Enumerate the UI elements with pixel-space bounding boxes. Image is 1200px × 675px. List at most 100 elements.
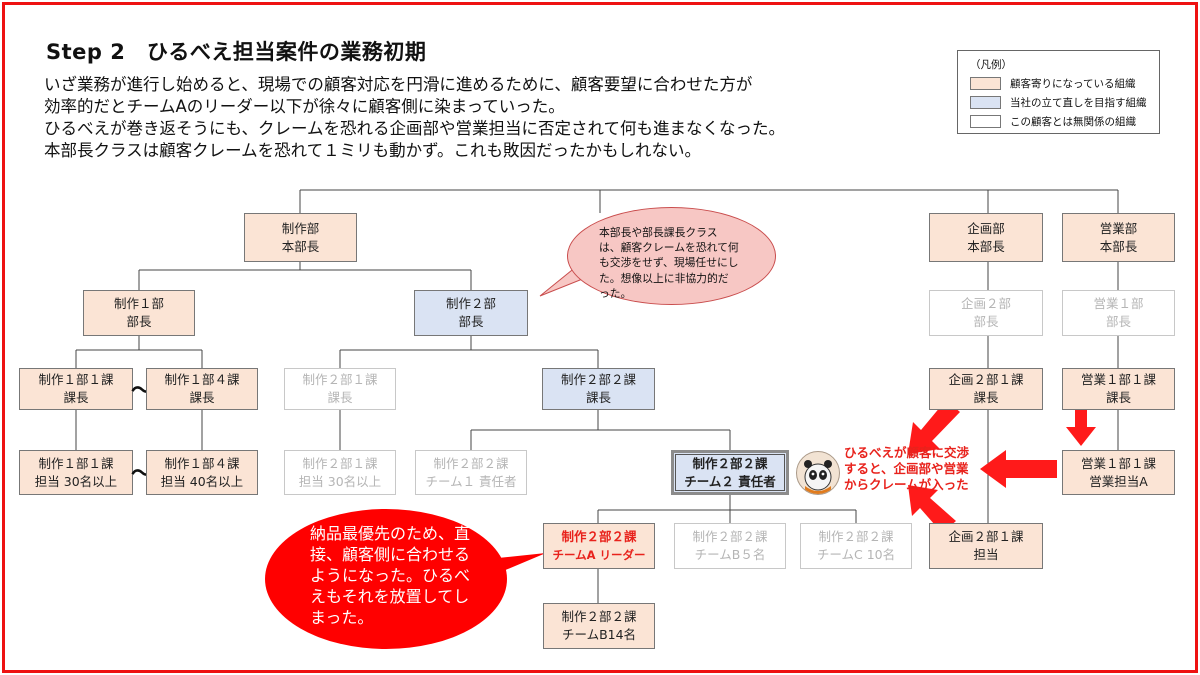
- org-role: 部長: [973, 314, 999, 329]
- org-role: 本部長: [1099, 238, 1138, 254]
- intro-line: 本部長クラスは顧客クレームを恐れて１ミリも動かず。これも敗因だったかもしれない。: [44, 141, 702, 160]
- org-teamB14: 制作２部２課 チームB14名: [543, 603, 655, 649]
- side-note: ひるべえが顧客に交渉 すると、企画部や営業 からクレームが入った: [844, 445, 969, 493]
- org-label: 営業１部: [1093, 296, 1144, 311]
- legend-swatch-white: [970, 114, 1001, 128]
- org-kikaku-hq: 企画部 本部長: [929, 213, 1043, 262]
- intro-text: いざ業務が進行し始めると、現場での顧客対応を円滑に進めるために、顧客要望に合わせ…: [44, 74, 785, 162]
- org-label: 制作２部１課: [302, 372, 378, 387]
- org-label: 営業部: [1099, 220, 1138, 236]
- org-label: 企画部: [967, 220, 1005, 236]
- org-label: 企画２部１課: [948, 529, 1024, 544]
- org-team2-lead: 制作２部２課 チーム２ 責任者: [671, 450, 789, 495]
- org-label: 制作１部: [113, 296, 164, 311]
- org-kikaku2: 企画２部 部長: [929, 290, 1043, 336]
- org-label: 制作１部１課: [38, 455, 114, 471]
- org-role: 担当 40名以上: [160, 473, 244, 489]
- legend-item: この顧客とは無関係の組織: [970, 114, 1136, 128]
- legend: （凡例） 顧客寄りになっている組織 当社の立て直しを目指す組織 この顧客とは無関…: [957, 50, 1160, 134]
- intro-line: 効率的だとチームAのリーダー以下が徐々に顧客側に染まっていった。: [44, 97, 565, 116]
- org-role: 部長: [458, 314, 484, 329]
- org-team1-lead: 制作２部２課 チーム１ 責任者: [415, 450, 527, 495]
- org-role: 課長: [189, 390, 215, 405]
- arrow-up-left: [908, 485, 956, 533]
- org-role: 部長: [126, 314, 152, 329]
- callout-bubble-pink: [567, 207, 776, 305]
- intro-line: ひるべえが巻き返そうにも、クレームを恐れる企画部や営業担当に否定されて何も進まな…: [44, 119, 786, 138]
- legend-swatch-blue: [970, 95, 1001, 109]
- org-teamC: 制作２部２課 チームC 10名: [800, 523, 912, 569]
- org-label: 営業１部１課: [1080, 455, 1156, 471]
- org-label: 制作１部４課: [164, 372, 240, 387]
- org-label: 制作２部２課: [692, 455, 768, 471]
- intro-line: いざ業務が進行し始めると、現場での顧客対応を円滑に進めるために、顧客要望に合わせ…: [44, 75, 753, 94]
- org-s2k2: 制作２部２課 課長: [542, 368, 655, 410]
- side-note-line: ひるべえが顧客に交渉: [844, 445, 970, 460]
- org-label: 制作２部１課: [302, 455, 378, 471]
- legend-item: 当社の立て直しを目指す組織: [970, 95, 1147, 109]
- org-teamA-leader: 制作２部２課 チームA リーダー: [543, 523, 655, 569]
- bubble-red-tail: [496, 553, 546, 574]
- org-label: 制作２部２課: [433, 455, 509, 471]
- org-label: 営業１部１課: [1080, 372, 1156, 387]
- org-teamB5: 制作２部２課 チームB５名: [674, 523, 786, 569]
- org-eigyo1k1: 営業１部１課 課長: [1062, 368, 1175, 410]
- legend-label: 当社の立て直しを目指す組織: [1010, 96, 1147, 109]
- org-label: 制作１部１課: [38, 372, 114, 387]
- org-seisaku2: 制作２部 部長: [414, 290, 528, 336]
- arrow-down: [1066, 402, 1096, 446]
- org-role: 課長: [327, 390, 353, 405]
- red-arrows: [908, 400, 1096, 533]
- org-role: 課長: [585, 390, 611, 405]
- legend-title: （凡例）: [970, 59, 1012, 71]
- org-eigyo1k1-staff: 営業１部１課 営業担当A: [1062, 450, 1175, 495]
- callout-bubble-red: [265, 509, 507, 649]
- org-kikaku2k1: 企画２部１課 課長: [929, 368, 1043, 410]
- hirubee-avatar-icon: [796, 451, 840, 495]
- org-label: 制作２部２課: [692, 529, 768, 544]
- org-label: 制作１部４課: [164, 455, 240, 471]
- org-s1k1: 制作１部１課 課長: [19, 368, 133, 410]
- org-role: チームA リーダー: [552, 548, 646, 562]
- org-role: 課長: [63, 390, 89, 405]
- org-label: 企画２部１課: [948, 372, 1024, 387]
- arrow-down-left: [908, 400, 960, 454]
- legend-label: 顧客寄りになっている組織: [1010, 77, 1136, 90]
- org-role: 担当 30名以上: [298, 473, 382, 489]
- org-label: 制作２部: [445, 296, 496, 311]
- org-role: 課長: [973, 390, 999, 405]
- legend-swatch-peach: [970, 76, 1001, 90]
- org-kikaku2k1-staff: 企画２部１課 担当: [929, 523, 1043, 569]
- legend-item: 顧客寄りになっている組織: [970, 76, 1135, 90]
- org-role: 本部長: [967, 238, 1005, 254]
- org-s2k1: 制作２部１課 課長: [284, 368, 396, 410]
- org-role: 部長: [1105, 314, 1131, 329]
- org-label: 制作２部２課: [561, 529, 637, 544]
- org-role: 課長: [1105, 390, 1131, 405]
- org-label: 制作部: [281, 220, 320, 236]
- org-role: 担当 30名以上: [34, 473, 118, 489]
- org-label: 企画２部: [960, 296, 1011, 311]
- org-s1k4: 制作１部４課 課長: [146, 368, 258, 410]
- callout-text: 納品最優先のため、直接、顧客側に合わせるようになった。ひるべえもそれを放置してし…: [310, 524, 471, 627]
- org-seisaku1: 制作１部 部長: [83, 290, 195, 336]
- org-role: 本部長: [281, 238, 320, 254]
- legend-label: この顧客とは無関係の組織: [1010, 115, 1136, 128]
- org-role: 営業担当A: [1089, 473, 1148, 489]
- org-role: チームB14名: [561, 627, 637, 642]
- org-s1k1-staff: 制作１部１課 担当 30名以上: [19, 450, 133, 495]
- org-s1k4-staff: 制作１部４課 担当 40名以上: [146, 450, 258, 495]
- org-eigyo1: 営業１部 部長: [1062, 290, 1175, 336]
- org-label: 制作２部２課: [818, 529, 894, 544]
- org-s2k1-staff: 制作２部１課 担当 30名以上: [284, 450, 396, 495]
- org-label: 制作２部２課: [560, 372, 636, 387]
- page-title: Step 2 ひるべえ担当案件の業務初期: [46, 40, 427, 64]
- arrow-left: [980, 450, 1057, 488]
- org-role: チーム２ 責任者: [684, 473, 776, 489]
- org-eigyo-hq: 営業部 本部長: [1062, 213, 1175, 262]
- org-role: チーム１ 責任者: [425, 473, 517, 489]
- side-note-line: すると、企画部や営業: [844, 461, 969, 476]
- org-label: 制作２部２課: [561, 609, 637, 624]
